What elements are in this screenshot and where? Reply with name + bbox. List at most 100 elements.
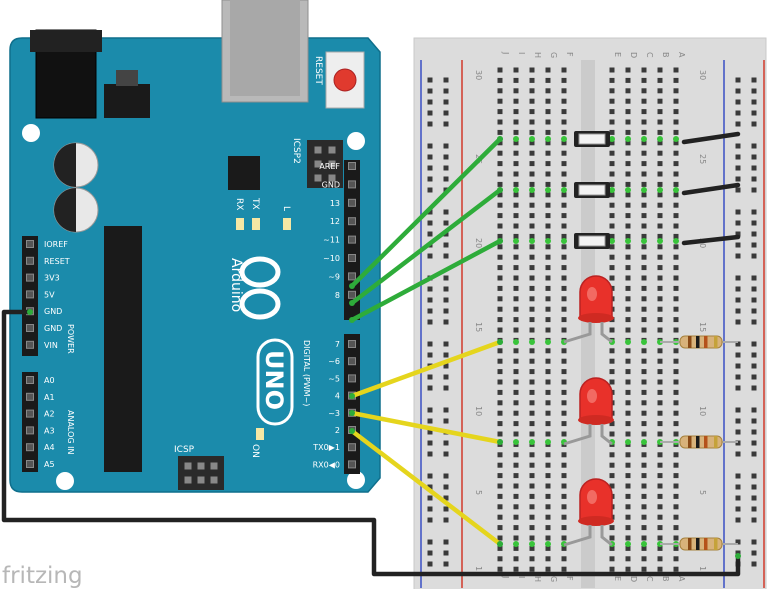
breadboard-hole [609, 556, 615, 562]
rail-hole [443, 561, 449, 567]
icsp-pin [197, 462, 205, 470]
header-pin [348, 290, 356, 299]
breadboard-hole [657, 77, 663, 83]
breadboard-hole [497, 67, 503, 73]
breadboard-hole [625, 213, 631, 219]
breadboard-hole [497, 181, 503, 187]
pushbutton[interactable] [574, 131, 610, 147]
breadboard-hole [561, 348, 567, 354]
red-led [563, 377, 614, 446]
breadboard-hole [497, 202, 503, 208]
pushbutton[interactable] [574, 233, 610, 249]
breadboard-hole [513, 223, 519, 229]
breadboard-hole [673, 223, 679, 229]
l-led [283, 218, 291, 230]
breadboard-hole [513, 181, 519, 187]
connected-hole [561, 238, 567, 244]
breadboard-hole [625, 244, 631, 250]
breadboard-hole [673, 514, 679, 520]
breadboard-hole [529, 254, 535, 260]
breadboard-hole [497, 348, 503, 354]
wire-endpoint [497, 541, 503, 547]
pin-label: A4 [44, 443, 55, 452]
breadboard-hole [673, 452, 679, 458]
breadboard-hole [513, 244, 519, 250]
rail-hole [443, 308, 449, 314]
rail-hole [751, 407, 757, 413]
rail-hole [751, 231, 757, 237]
pin-label: ~11 [323, 236, 340, 245]
rx-label: RX [234, 198, 244, 210]
breadboard-hole [641, 379, 647, 385]
icsp-pin [314, 174, 322, 182]
wire-endpoint [497, 187, 503, 193]
rail-hole [735, 88, 741, 94]
breadboard-hole [609, 202, 615, 208]
pin-label: TX0▶1 [312, 443, 340, 452]
breadboard-hole [657, 369, 663, 375]
rail-hole [735, 231, 741, 237]
breadboard-hole [545, 431, 551, 437]
rail-hole [751, 110, 757, 116]
breadboard-hole [561, 88, 567, 94]
breadboard-hole [513, 566, 519, 572]
breadboard-hole [561, 129, 567, 135]
breadboard-hole [673, 545, 679, 551]
breadboard-hole [641, 317, 647, 323]
resistor [660, 435, 738, 449]
icsp-pin [197, 476, 205, 484]
rail-hole [427, 407, 433, 413]
breadboard-hole [561, 296, 567, 302]
breadboard-hole [625, 233, 631, 239]
breadboard-hole [529, 369, 535, 375]
breadboard-hole [545, 452, 551, 458]
breadboard-hole [641, 400, 647, 406]
connected-hole [625, 238, 631, 244]
wire-endpoint [349, 393, 355, 399]
breadboard-hole [529, 327, 535, 333]
breadboard-hole [657, 192, 663, 198]
breadboard-hole [561, 535, 567, 541]
header-pin [348, 162, 356, 170]
rail-hole [443, 407, 449, 413]
breadboard-hole [609, 77, 615, 83]
pushbutton[interactable] [574, 182, 610, 198]
rail-hole [751, 495, 757, 501]
breadboard-hole [673, 379, 679, 385]
connected-hole [625, 439, 631, 445]
breadboard-hole [673, 265, 679, 271]
breadboard-hole [641, 77, 647, 83]
breadboard-hole [529, 410, 535, 416]
breadboard-hole [641, 275, 647, 281]
icsp-pin [328, 146, 336, 154]
breadboard-hole [545, 306, 551, 312]
breadboard-hole [497, 514, 503, 520]
breadboard-hole [513, 473, 519, 479]
rail-hole [735, 451, 741, 457]
breadboard-hole [561, 369, 567, 375]
rail-hole [427, 517, 433, 523]
arduino-logo [239, 256, 281, 320]
breadboard-hole [513, 77, 519, 83]
rail-hole [427, 418, 433, 424]
breadboard-hole [609, 473, 615, 479]
breadboard-hole [625, 181, 631, 187]
reset-button[interactable] [325, 51, 365, 109]
breadboard-hole [529, 202, 535, 208]
breadboard-hole [561, 254, 567, 260]
breadboard-hole [609, 192, 615, 198]
breadboard-hole [625, 504, 631, 510]
connected-hole [673, 187, 679, 193]
connected-hole [513, 187, 519, 193]
column-letter: A [677, 576, 686, 582]
breadboard-hole [513, 535, 519, 541]
rail-hole [427, 143, 433, 149]
breadboard-hole [673, 389, 679, 395]
breadboard-hole [625, 462, 631, 468]
breadboard-hole [513, 421, 519, 427]
connected-hole [641, 339, 647, 345]
breadboard-hole [545, 566, 551, 572]
breadboard-hole [561, 306, 567, 312]
rail-hole [735, 341, 741, 347]
